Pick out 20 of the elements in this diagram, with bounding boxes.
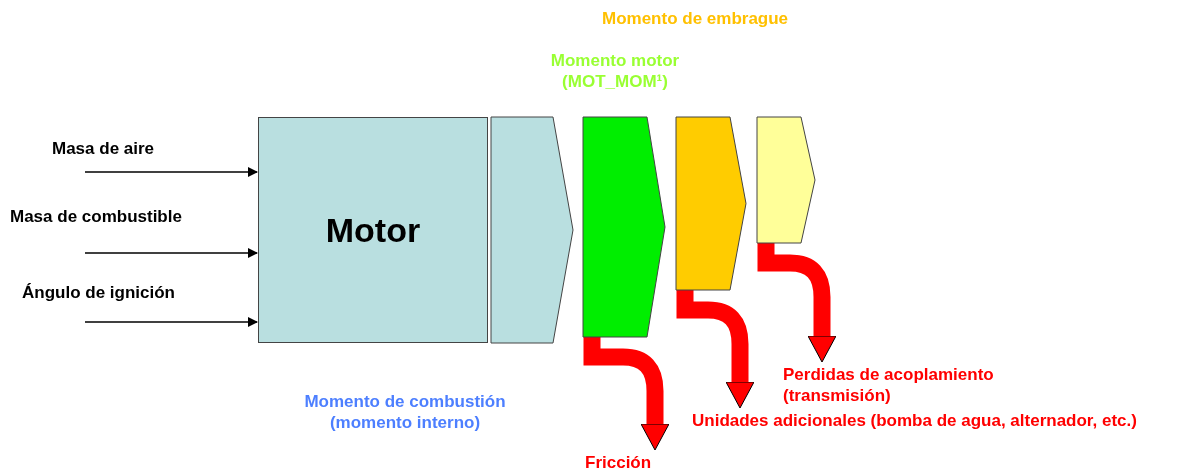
chevron-shape xyxy=(491,117,573,343)
input-label: Masa de combustible xyxy=(10,206,182,227)
loss-label: Perdidas de acoplamiento (transmisión) xyxy=(783,364,1083,406)
chevron-shape xyxy=(676,117,746,290)
chevron-shape xyxy=(757,117,815,243)
process-box xyxy=(258,117,488,343)
torque-label: Momento motor (MOT_MOM¹) xyxy=(549,50,681,92)
curved-arrow xyxy=(676,290,755,409)
chevron-shape xyxy=(583,117,665,337)
input-label: Ángulo de ignición xyxy=(22,282,175,303)
node-title: Motor xyxy=(325,210,421,250)
arrow xyxy=(84,248,258,258)
loss-label: Fricción xyxy=(585,452,675,473)
arrow xyxy=(84,167,258,177)
input-label: Masa de aire xyxy=(52,138,155,159)
arrow xyxy=(84,317,258,327)
loss-label: Unidades adicionales (bomba de agua, alternador, etc.) xyxy=(692,410,1142,431)
curved-arrow xyxy=(583,337,670,451)
torque-label: Momento de combustión (momento interno) xyxy=(303,391,507,433)
input-label: Momento de embrague xyxy=(602,8,789,29)
